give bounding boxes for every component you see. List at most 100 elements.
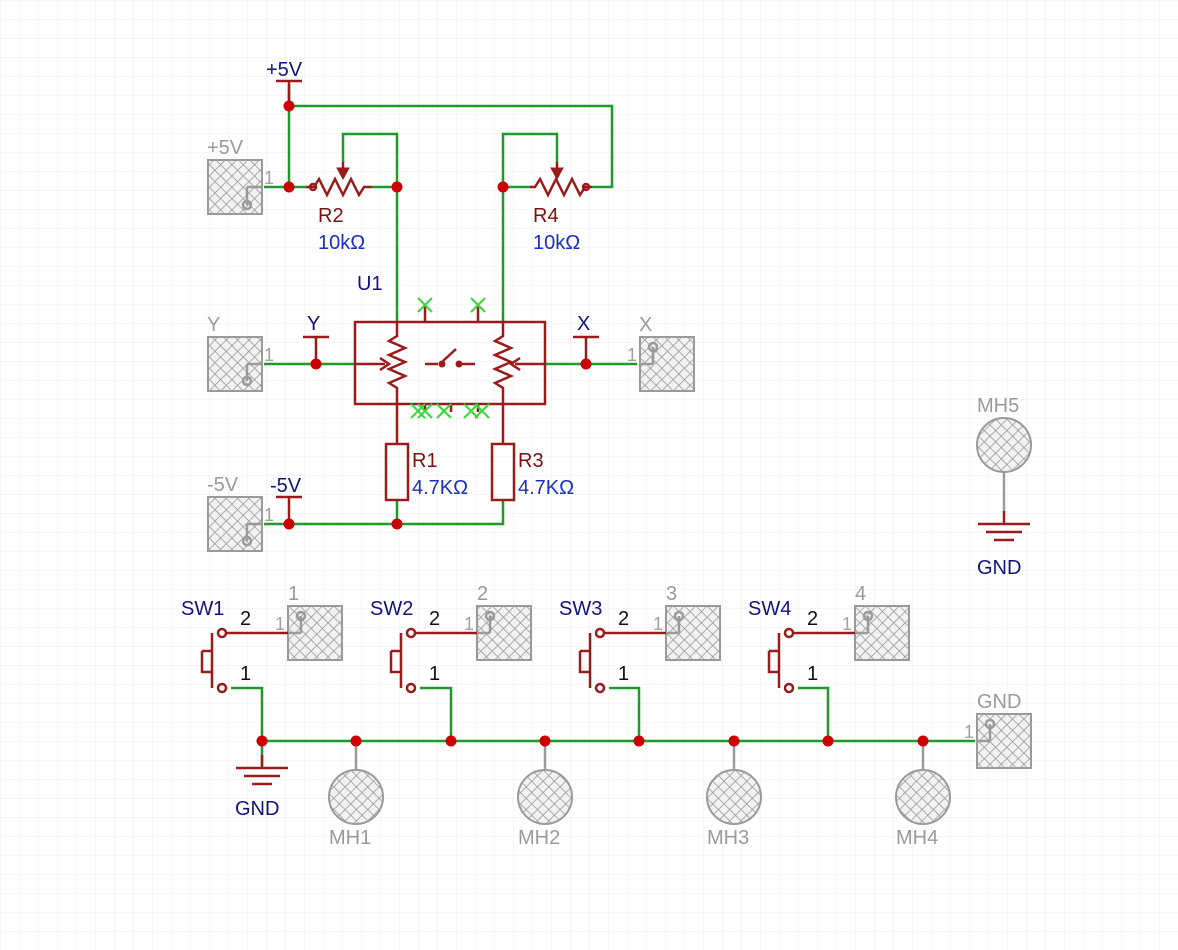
junction (497, 181, 509, 193)
sw4-designator: SW4 (748, 598, 791, 620)
potentiometer-r2[interactable]: R2 10kΩ (306, 162, 372, 254)
junction (310, 358, 322, 370)
ground-symbol-main: GND (235, 755, 288, 820)
pad-vee-label: -5V (207, 474, 239, 496)
sw2-designator: SW2 (370, 598, 413, 620)
mounting-hole-mh4[interactable]: MH4 (895, 741, 951, 849)
pad-vcc-pin: 1 (264, 168, 274, 188)
switch-sw1[interactable]: SW1 2 1 (181, 598, 288, 694)
junction (391, 518, 403, 530)
mh3-label: MH3 (707, 827, 749, 849)
junction (283, 181, 295, 193)
r1-designator: R1 (412, 450, 438, 472)
r1-value: 4.7KΩ (412, 477, 468, 499)
junction (391, 181, 403, 193)
pad-2[interactable]: 2 1 (464, 583, 532, 661)
mh2-label: MH2 (518, 827, 560, 849)
pad-x[interactable]: X 1 (627, 314, 695, 392)
pad-4-pin: 1 (842, 614, 852, 634)
pad-4-label: 4 (855, 583, 866, 605)
pad-3-label: 3 (666, 583, 677, 605)
sw1-designator: SW1 (181, 598, 224, 620)
junction (350, 735, 362, 747)
wire-sw1[interactable] (231, 686, 264, 741)
mounting-hole-mh1[interactable]: MH1 (328, 741, 384, 849)
pad-x-label: X (639, 314, 652, 336)
sw4-pin-1: 1 (807, 663, 818, 685)
pad-2-label: 2 (477, 583, 488, 605)
mh1-label: MH1 (329, 827, 371, 849)
power-vee-symbol: -5V (270, 475, 302, 524)
sw1-pin-1: 1 (240, 663, 251, 685)
sw3-designator: SW3 (559, 598, 602, 620)
mounting-hole-mh3[interactable]: MH3 (706, 741, 762, 849)
net-y-text: Y (307, 313, 320, 335)
power-vcc-label: +5V (266, 59, 303, 81)
pad-1[interactable]: 1 1 (275, 583, 343, 661)
switch-sw2[interactable]: SW2 2 1 (370, 598, 477, 694)
resistor-r3[interactable]: R3 4.7KΩ (490, 442, 574, 502)
joystick-u1[interactable]: U1 (353, 273, 547, 444)
net-x-text: X (577, 313, 590, 335)
mh4-label: MH4 (896, 827, 938, 849)
no-connect-markers (410, 297, 490, 419)
pad-3-pin: 1 (653, 614, 663, 634)
pad-1-pin: 1 (275, 614, 285, 634)
junction (822, 735, 834, 747)
junction (633, 735, 645, 747)
sw1-pin-2: 2 (240, 608, 251, 630)
pad-y-pin: 1 (264, 345, 274, 365)
pad-1-label: 1 (288, 583, 299, 605)
pad-vcc-label: +5V (207, 137, 244, 159)
junction (728, 735, 740, 747)
resistor-r1[interactable]: R1 4.7KΩ (384, 442, 468, 502)
r2-value: 10kΩ (318, 232, 365, 254)
wire-r2-wiper[interactable] (341, 132, 399, 322)
pad-y-label: Y (207, 314, 220, 336)
junction (917, 735, 929, 747)
r4-zigzag (530, 176, 592, 198)
junction (580, 358, 592, 370)
ground-symbol-mh5: GND (977, 472, 1030, 579)
sw2-pin-2: 2 (429, 608, 440, 630)
pad-vcc[interactable]: +5V 1 (207, 137, 274, 215)
wire-sw4[interactable] (798, 686, 830, 741)
u1-designator: U1 (357, 273, 383, 295)
junction (283, 100, 295, 112)
pad-2-pin: 1 (464, 614, 474, 634)
pad-4[interactable]: 4 1 (842, 583, 910, 661)
r2-designator: R2 (318, 205, 344, 227)
pad-vee-pin: 1 (264, 505, 274, 525)
pad-vee[interactable]: -5V 1 (207, 474, 274, 552)
switch-sw4[interactable]: SW4 2 1 (748, 598, 855, 694)
junction (539, 735, 551, 747)
r3-designator: R3 (518, 450, 544, 472)
wire-sw3[interactable] (609, 686, 641, 741)
wire-sw2[interactable] (420, 686, 453, 741)
junction-dots (256, 100, 929, 747)
pad-gnd-label: GND (977, 691, 1021, 713)
junction (445, 735, 457, 747)
mounting-hole-mh5[interactable]: MH5 (976, 395, 1032, 473)
r3-value: 4.7KΩ (518, 477, 574, 499)
switch-sw3[interactable]: SW3 2 1 (559, 598, 666, 694)
ground-mh5-label: GND (977, 557, 1021, 579)
r2-zigzag (306, 176, 372, 198)
mounting-hole-mh2[interactable]: MH2 (517, 741, 573, 849)
pad-gnd[interactable]: GND 1 (964, 691, 1032, 769)
sw4-pin-2: 2 (807, 608, 818, 630)
pad-x-pin: 1 (627, 345, 637, 365)
pad-3[interactable]: 3 1 (653, 583, 721, 661)
potentiometer-r4[interactable]: R4 10kΩ (530, 162, 592, 254)
power-vee-label: -5V (270, 475, 302, 497)
net-label-x: X (573, 313, 599, 364)
ground-main-label: GND (235, 798, 279, 820)
junction (256, 735, 268, 747)
junction (283, 518, 295, 530)
sw2-pin-1: 1 (429, 663, 440, 685)
pad-y[interactable]: Y 1 (207, 314, 274, 392)
sw3-pin-2: 2 (618, 608, 629, 630)
mh5-label: MH5 (977, 395, 1019, 417)
